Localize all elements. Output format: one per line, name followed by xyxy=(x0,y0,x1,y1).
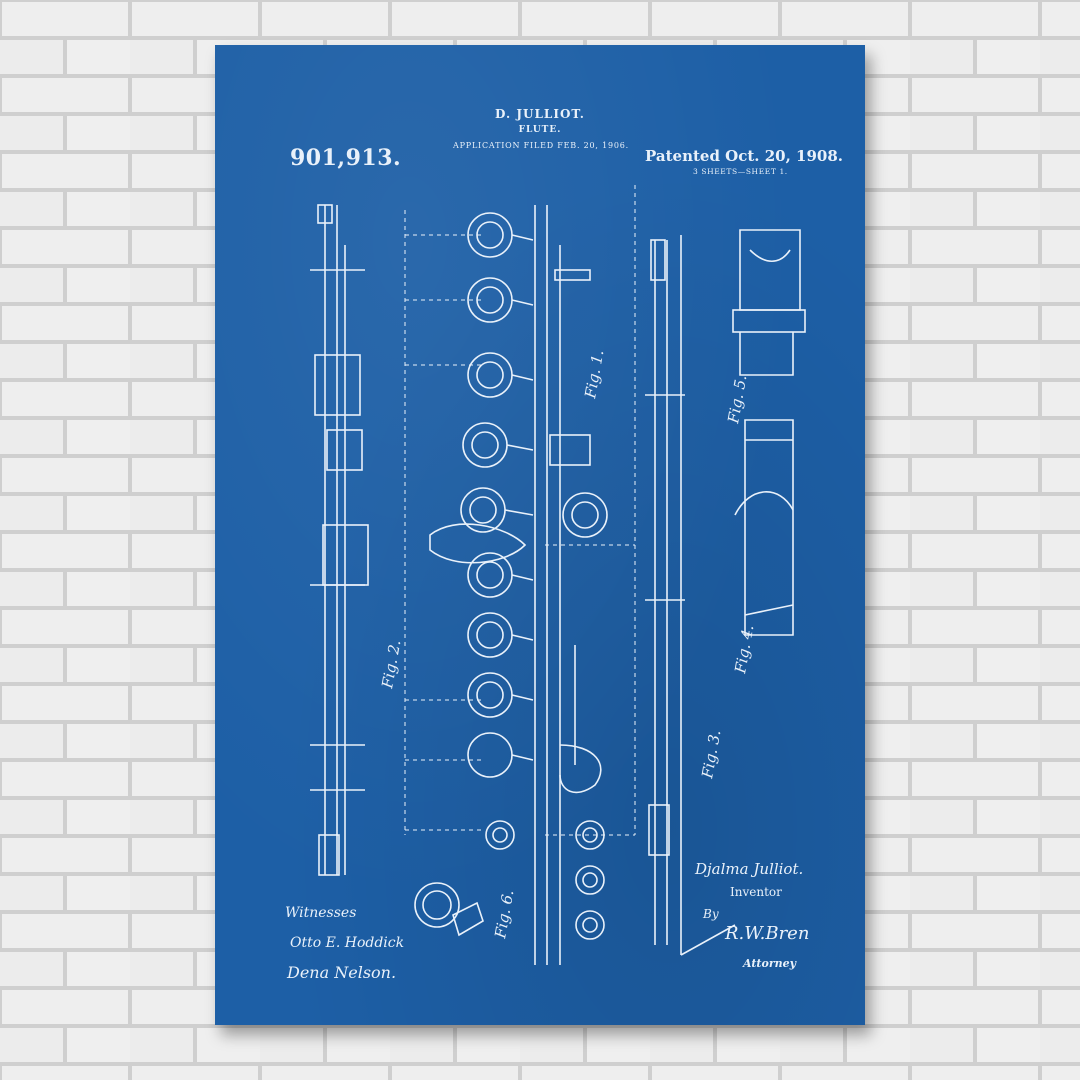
figure-4-side-view xyxy=(645,235,736,956)
figure-6-key-detail xyxy=(414,882,484,937)
figure-4-section xyxy=(734,419,794,636)
patent-number: 901,913. xyxy=(290,145,402,171)
witness-signature-2: Dena Nelson. xyxy=(287,963,397,982)
witness-signature-1: Otto E. Hoddick xyxy=(290,935,405,951)
by-label: By xyxy=(703,907,719,921)
patent-poster: 901,913. D. JULLIOT. FLUTE. APPLICATION … xyxy=(215,45,865,1025)
inventor-name: D. JULLIOT. xyxy=(495,107,585,121)
witnesses-label: Witnesses xyxy=(285,905,357,921)
attorney-label: Attorney xyxy=(743,957,797,970)
inventor-signature: Djalma Julliot. xyxy=(695,860,804,878)
figure-5-section xyxy=(732,229,806,376)
application-filed: APPLICATION FILED FEB. 20, 1906. xyxy=(453,141,630,150)
inventor-label: Inventor xyxy=(730,885,782,899)
attorney-signature: R.W.Bren xyxy=(725,923,810,944)
flute-patent-drawing xyxy=(310,185,806,965)
figure-1-flute-body xyxy=(429,205,608,965)
sheet-count: 3 SHEETS—SHEET 1. xyxy=(693,167,788,176)
patented-date: Patented Oct. 20, 1908. xyxy=(645,147,844,165)
reference-lines xyxy=(404,185,636,836)
figure-3-side-view xyxy=(310,204,369,876)
invention-title: FLUTE. xyxy=(518,125,562,135)
